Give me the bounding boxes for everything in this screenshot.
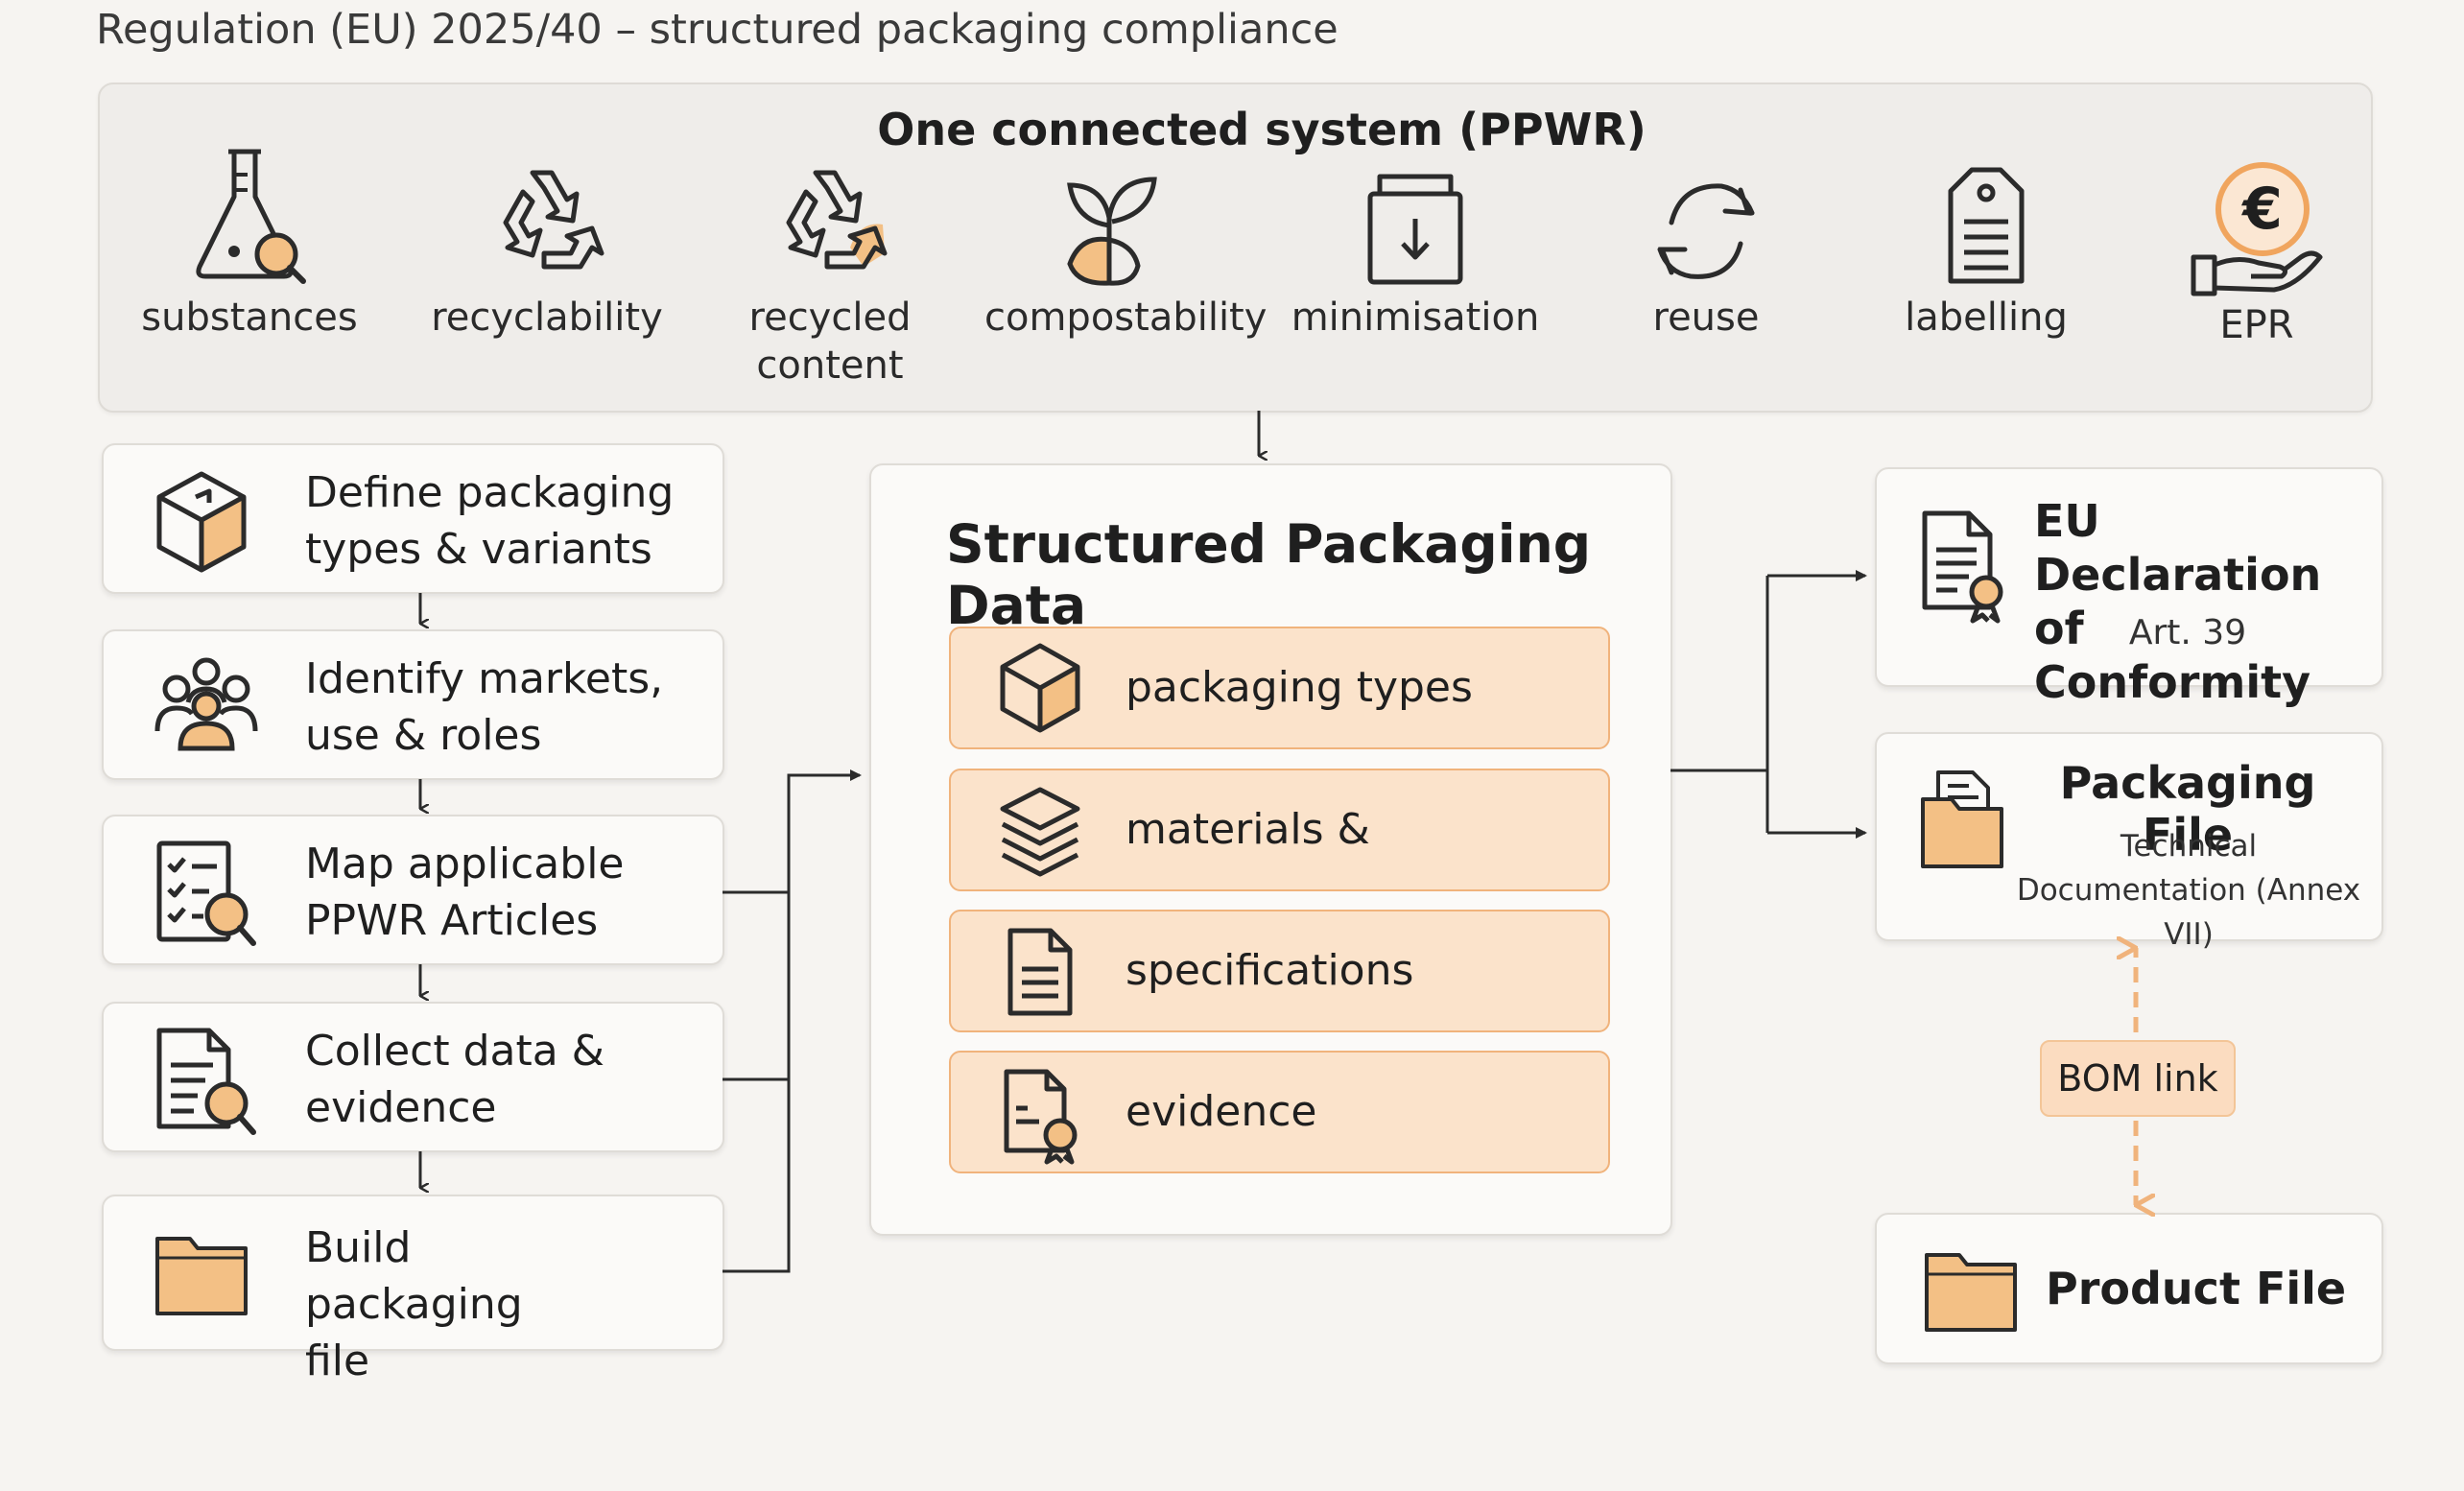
requirement-labelling: labelling xyxy=(1861,166,2111,342)
flask-search-icon xyxy=(196,149,306,284)
step-label: Identify markets, use & roles xyxy=(305,654,664,760)
requirement-recycled-content: recycled content xyxy=(705,154,955,390)
recycled-content-icon xyxy=(786,170,888,270)
output-title: EU Declaration of Conformity xyxy=(2034,495,2322,708)
step-identify-markets: Identify markets, use & roles xyxy=(102,629,724,780)
page-title: Regulation (EU) 2025/40 – structured pac… xyxy=(96,6,1339,54)
requirement-label: minimisation xyxy=(1291,296,1540,340)
box-down-arrow-icon xyxy=(1367,174,1463,285)
panel-title: One connected system (PPWR) xyxy=(877,104,1647,155)
ppwr-requirements-panel xyxy=(98,83,2373,413)
requirement-substances: substances xyxy=(125,144,374,342)
data-row-label: specifications xyxy=(1125,946,1414,995)
checklist-search-icon xyxy=(156,840,256,946)
requirement-label: labelling xyxy=(1905,296,2068,340)
data-row-packaging-types: packaging types xyxy=(949,627,1610,749)
data-row-label: packaging types xyxy=(1125,663,1473,712)
certificate-doc-icon xyxy=(1004,1069,1078,1165)
sprout-icon xyxy=(1067,177,1157,286)
output-declaration-of-conformity: EU Declaration of Conformity Art. 39 xyxy=(1875,467,2383,708)
output-title: Packaging File xyxy=(2059,757,2316,861)
layers-icon xyxy=(1000,787,1080,877)
step-map-articles: Map applicable PPWR Articles xyxy=(102,815,724,965)
label-tag-icon xyxy=(1948,167,2025,284)
requirement-label: recyclability xyxy=(431,296,663,340)
cube-icon xyxy=(1000,643,1080,733)
data-row-evidence: evidence xyxy=(949,1051,1610,1173)
step-label: Build packaging file xyxy=(305,1223,523,1385)
output-title: Product File xyxy=(2046,1263,2347,1314)
requirement-label: compostability xyxy=(984,296,1268,340)
requirement-reuse: reuse xyxy=(1581,173,1831,342)
requirement-label: recycled content xyxy=(748,296,912,388)
output-packaging-file: Packaging File Technical Documentation (… xyxy=(1875,732,2383,952)
requirement-epr: € EPR xyxy=(2132,161,2381,349)
output-subtitle: Art. 39 xyxy=(2128,613,2247,652)
requirement-recyclability: recyclability xyxy=(422,154,672,342)
requirement-label: reuse xyxy=(1652,296,1760,340)
bom-link-badge: BOM link xyxy=(2040,1040,2236,1117)
output-product-file: Product File xyxy=(1875,1213,2383,1364)
structured-data-title: Structured Packaging Data xyxy=(946,513,1592,636)
data-row-specifications: specifications xyxy=(949,910,1610,1032)
document-icon xyxy=(1007,928,1073,1016)
output-subtitle: Technical Documentation (Annex VII) xyxy=(2016,829,2361,952)
document-search-icon xyxy=(156,1028,256,1135)
box-icon xyxy=(156,471,247,573)
people-icon xyxy=(154,657,258,751)
step-collect-data: Collect data & evidence xyxy=(102,1002,724,1152)
certificate-doc-icon xyxy=(1922,510,2003,624)
requirement-minimisation: minimisation xyxy=(1291,173,1540,342)
reuse-cycle-icon xyxy=(1657,183,1755,279)
requirement-label: substances xyxy=(141,296,358,340)
svg-text:€: € xyxy=(2240,176,2283,243)
step-build-file: Build packaging file xyxy=(102,1195,724,1385)
euro-hand-icon: € xyxy=(2191,162,2323,296)
data-row-label: evidence xyxy=(1125,1087,1317,1136)
folder-icon xyxy=(1925,1253,2017,1332)
requirement-compostability: compostability xyxy=(984,168,1268,342)
step-label: Map applicable PPWR Articles xyxy=(305,840,625,945)
step-label: Define packaging types & variants xyxy=(305,468,675,574)
folder-icon xyxy=(155,1237,248,1315)
step-define-packaging: Define packaging types & variants xyxy=(102,443,724,594)
recycle-icon xyxy=(503,170,604,270)
requirement-label: EPR xyxy=(2219,303,2294,347)
step-label: Collect data & evidence xyxy=(305,1027,604,1132)
folder-document-icon xyxy=(1921,770,2003,868)
